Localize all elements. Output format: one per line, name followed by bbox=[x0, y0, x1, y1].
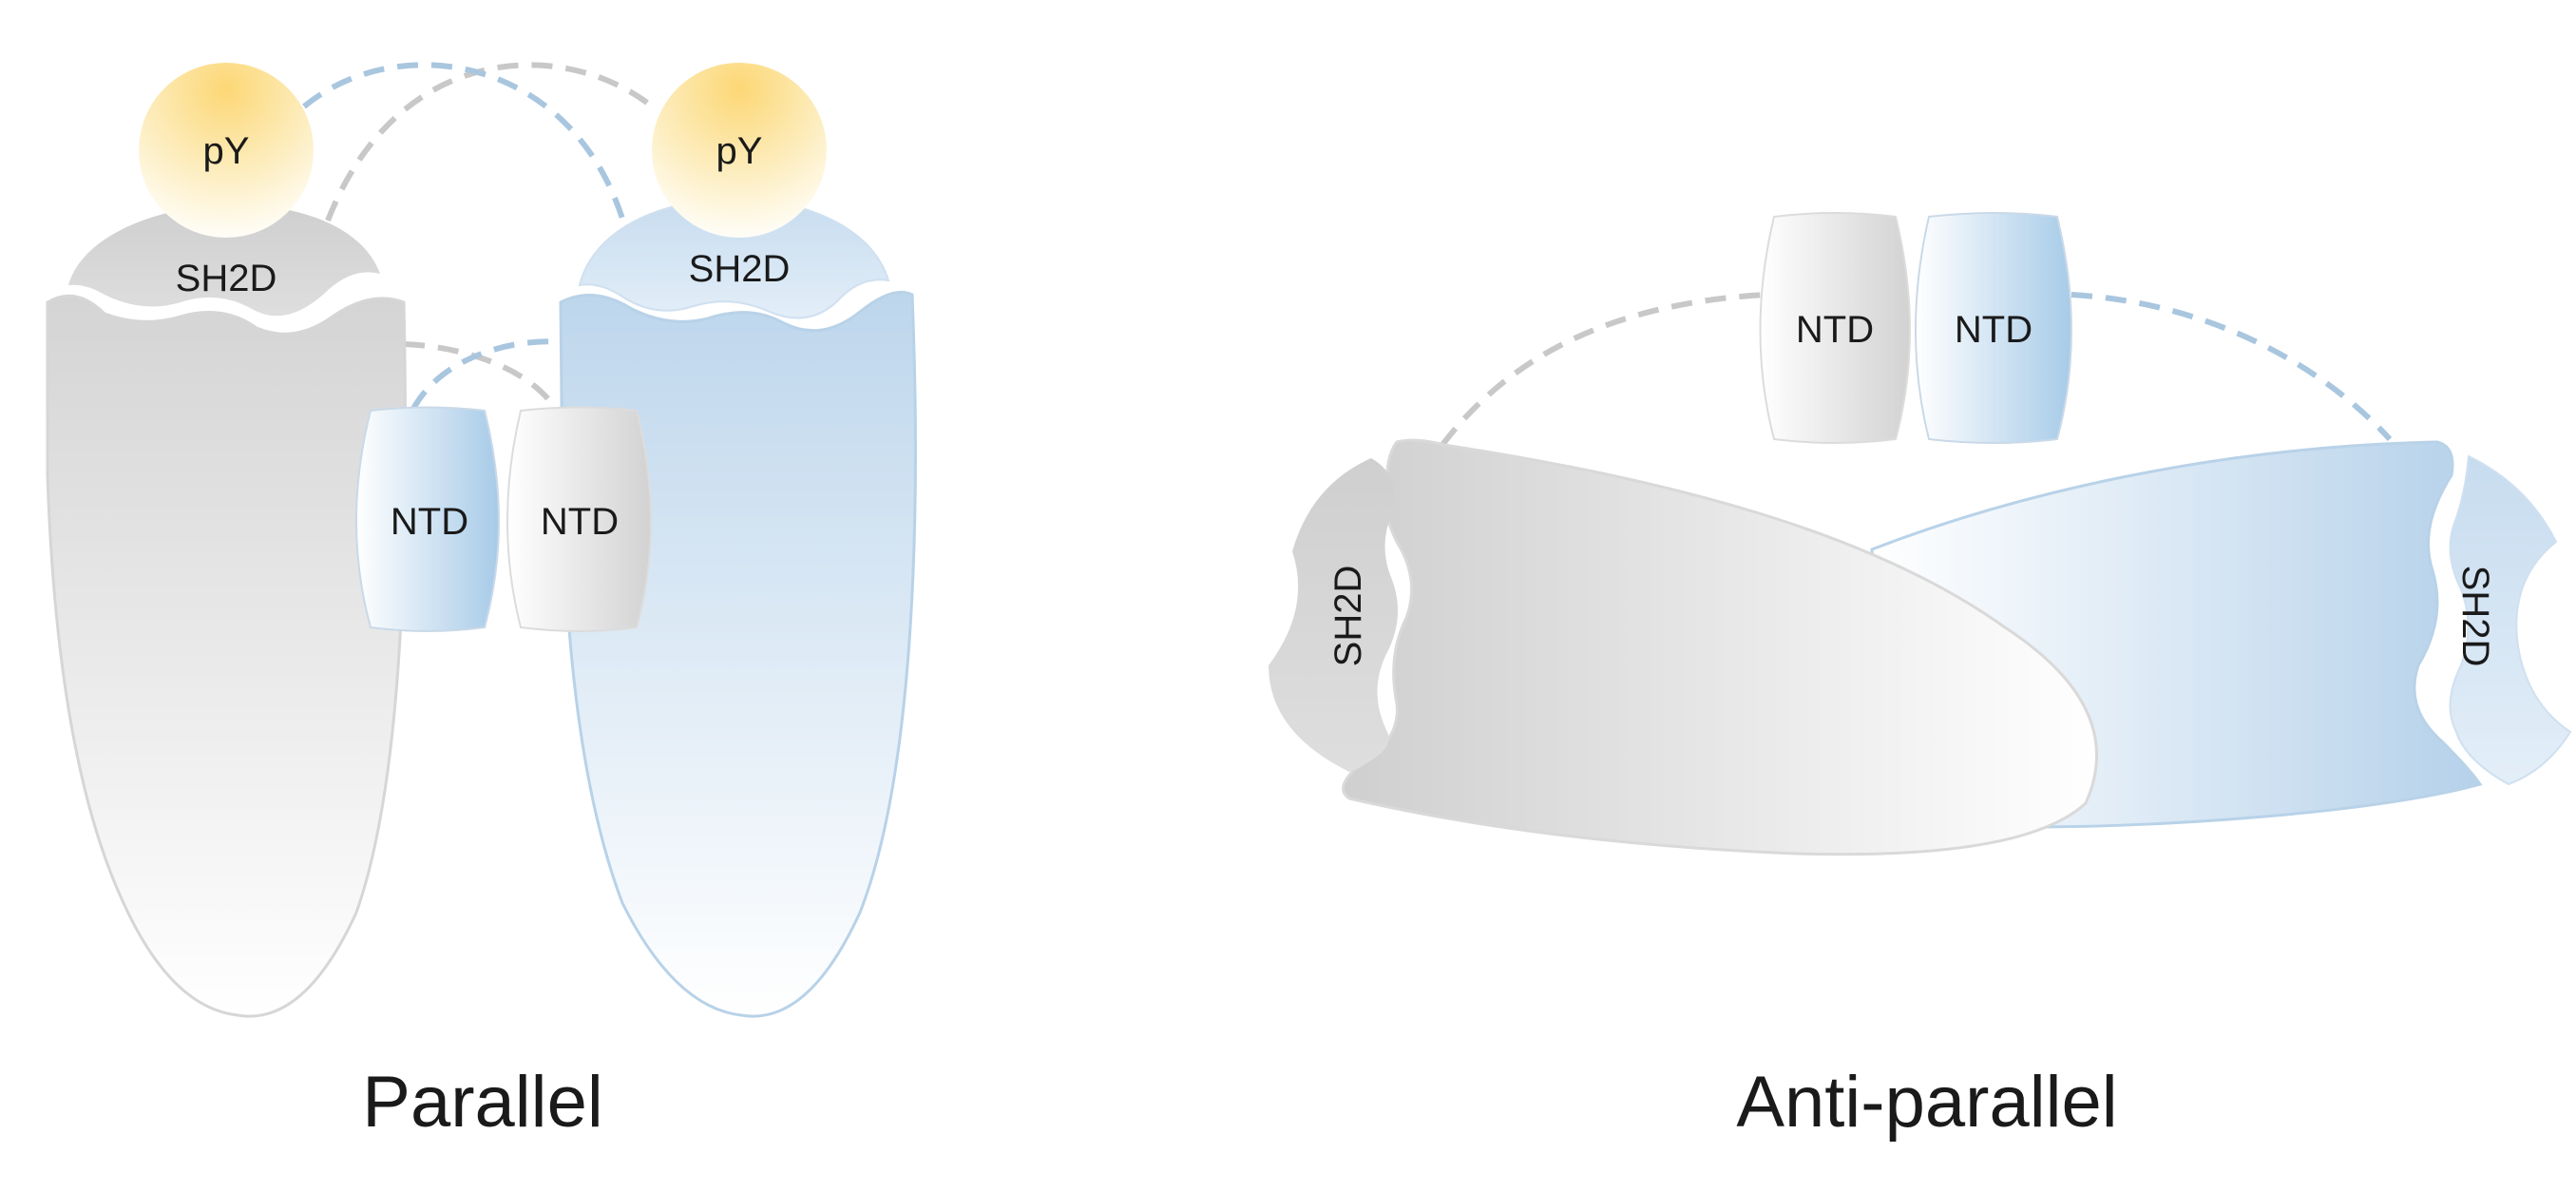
parallel-right-py-label: pY bbox=[716, 130, 763, 172]
antiparallel-left-sh2d-shape bbox=[1269, 458, 1399, 772]
antiparallel-left-ntd-shape bbox=[1759, 212, 1911, 444]
parallel-linker-gray-top bbox=[325, 62, 658, 222]
antiparallel-right-ntd-label: NTD bbox=[1955, 309, 2032, 351]
antiparallel-linker-gray bbox=[1440, 292, 1766, 447]
parallel-right-ntd-label: NTD bbox=[541, 501, 619, 543]
parallel-linker-blue-top bbox=[302, 62, 625, 220]
parallel-dimer: pY pY SH2D SH2D NTD NTD Parallel bbox=[46, 62, 917, 1143]
parallel-right-py-ligand bbox=[652, 63, 827, 238]
parallel-left-ntd-shape bbox=[355, 406, 500, 632]
antiparallel-right-sh2d-shape bbox=[2449, 454, 2572, 786]
antiparallel-right-ntd-shape bbox=[1915, 212, 2072, 444]
antiparallel-left-body bbox=[1342, 438, 2099, 856]
antiparallel-linker-blue bbox=[2070, 292, 2393, 442]
parallel-left-py-ligand bbox=[139, 63, 314, 238]
parallel-left-body bbox=[46, 294, 408, 1018]
antiparallel-left-ntd-label: NTD bbox=[1796, 309, 1874, 351]
parallel-left-py-label: pY bbox=[203, 130, 250, 172]
parallel-left-sh2d-shape bbox=[68, 204, 380, 317]
parallel-right-body bbox=[559, 290, 917, 1018]
antiparallel-caption: Anti-parallel bbox=[1736, 1062, 2117, 1143]
antiparallel-left-sh2d-label: SH2D bbox=[1327, 566, 1369, 667]
parallel-linker-blue-mid bbox=[410, 338, 566, 411]
antiparallel-right-sh2d-label: SH2D bbox=[2454, 566, 2496, 667]
parallel-left-sh2d-label: SH2D bbox=[176, 258, 277, 299]
parallel-right-sh2d-label: SH2D bbox=[689, 248, 791, 290]
parallel-caption: Parallel bbox=[362, 1062, 602, 1143]
antiparallel-dimer: NTD NTD SH2D SH2D Anti-parallel bbox=[1269, 212, 2572, 1143]
parallel-left-ntd-label: NTD bbox=[391, 501, 468, 543]
parallel-right-ntd-shape bbox=[506, 406, 652, 632]
